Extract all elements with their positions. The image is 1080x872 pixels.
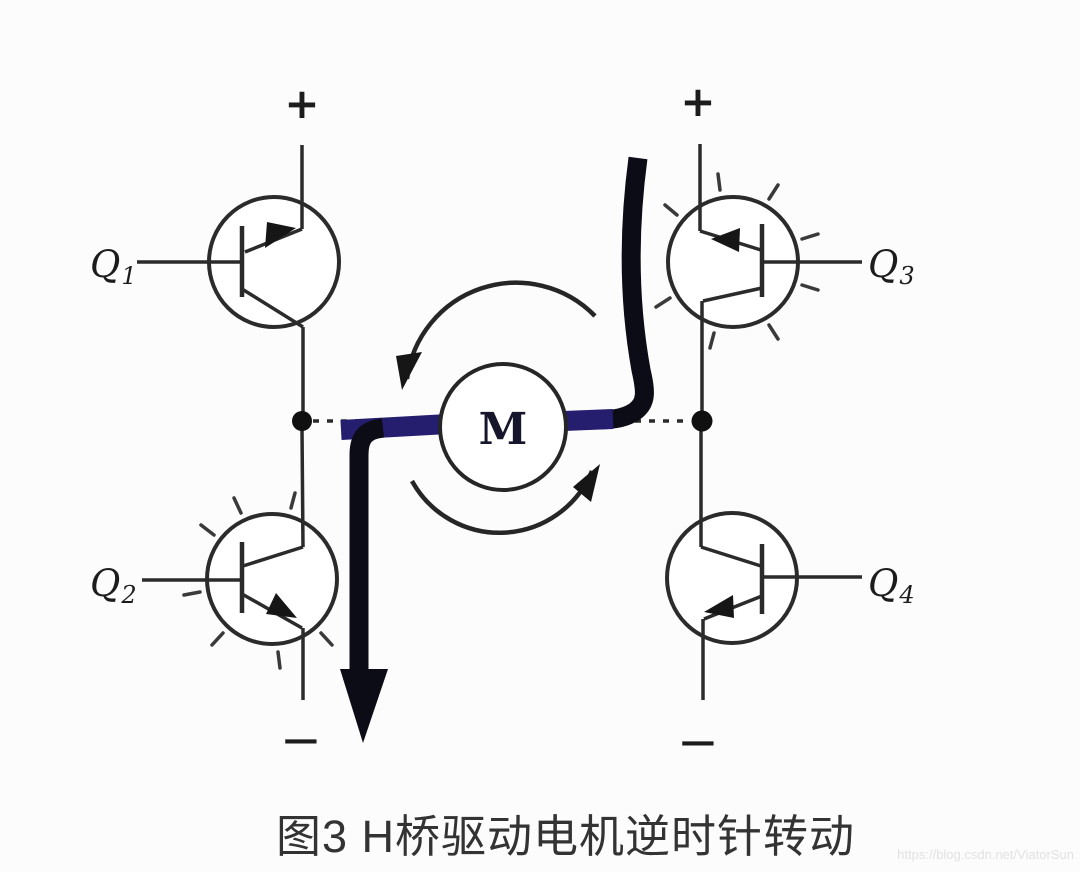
right-positive-terminal: +: [680, 77, 715, 126]
glow-ray: [767, 183, 780, 201]
q1-collector-lead: [241, 287, 304, 329]
watermark-url: https://blog.csdn.net/ViatorSun: [897, 847, 1074, 862]
glow-ray: [276, 650, 282, 670]
q2-collector-lead: [242, 545, 304, 568]
q1-label: Q1: [90, 243, 137, 290]
glow-ray: [319, 631, 334, 647]
rotation-arrow-bottom-icon: [573, 464, 600, 502]
current-path-right-bus-highlight: [563, 409, 614, 431]
q3-label-letter: Q: [868, 243, 898, 286]
glow-ray: [767, 323, 780, 341]
glow-ray: [716, 172, 722, 192]
q3-collector-lead: [702, 286, 763, 303]
glow-ray: [654, 296, 672, 309]
q1-label-subscript: 1: [121, 262, 136, 290]
q1-emitter-arrow-icon: [265, 222, 296, 248]
glow-ray: [199, 523, 216, 537]
glow-ray: [663, 203, 679, 217]
q3-label: Q3: [868, 243, 915, 290]
figure-caption: 图3 H桥驱动电机逆时针转动: [276, 811, 856, 862]
left-positive-terminal: +: [284, 79, 319, 128]
q3-glow-rays: [654, 172, 820, 350]
rotation-arc-bottom: [410, 470, 595, 536]
q4-label-letter: Q: [868, 562, 898, 605]
glow-ray: [800, 283, 820, 292]
q2-label-letter: Q: [90, 562, 120, 605]
glow-ray: [232, 496, 243, 515]
q2-label-subscript: 2: [120, 581, 136, 609]
current-path-left-bus-highlight: [340, 414, 449, 440]
wire-junction-to-q2: [300, 428, 305, 548]
right-negative-terminal: −: [677, 713, 719, 771]
left-column-wires: [137, 145, 305, 700]
q4-label: Q4: [868, 562, 915, 609]
q3-emitter-arrow-icon: [711, 228, 740, 252]
rotation-arrow-top-icon: [396, 352, 422, 390]
rotation-arc-top: [404, 280, 597, 380]
motor-body: [438, 362, 568, 492]
current-arrow-down-icon: [340, 669, 388, 743]
glow-ray: [289, 491, 297, 510]
current-path-left-leg: [349, 418, 385, 674]
glow-ray: [708, 331, 716, 350]
q4-label-subscript: 4: [898, 581, 914, 609]
right-junction-node: [691, 410, 713, 432]
q2-label: Q2: [90, 562, 137, 609]
glow-ray: [210, 631, 225, 647]
q4-collector-lead: [700, 545, 762, 568]
q1-label-letter: Q: [90, 243, 120, 286]
glow-ray: [800, 232, 820, 241]
left-negative-terminal: −: [280, 711, 322, 769]
q3-label-subscript: 3: [899, 262, 914, 290]
motor-label: M: [479, 404, 528, 455]
left-junction-node: [292, 411, 312, 431]
q4-emitter-arrow-icon: [704, 595, 734, 618]
glow-ray: [182, 590, 202, 597]
current-path-right-arrow: [469, 156, 654, 434]
q2-emitter-arrow-icon: [266, 593, 297, 618]
q2-glow-rays: [182, 491, 334, 670]
